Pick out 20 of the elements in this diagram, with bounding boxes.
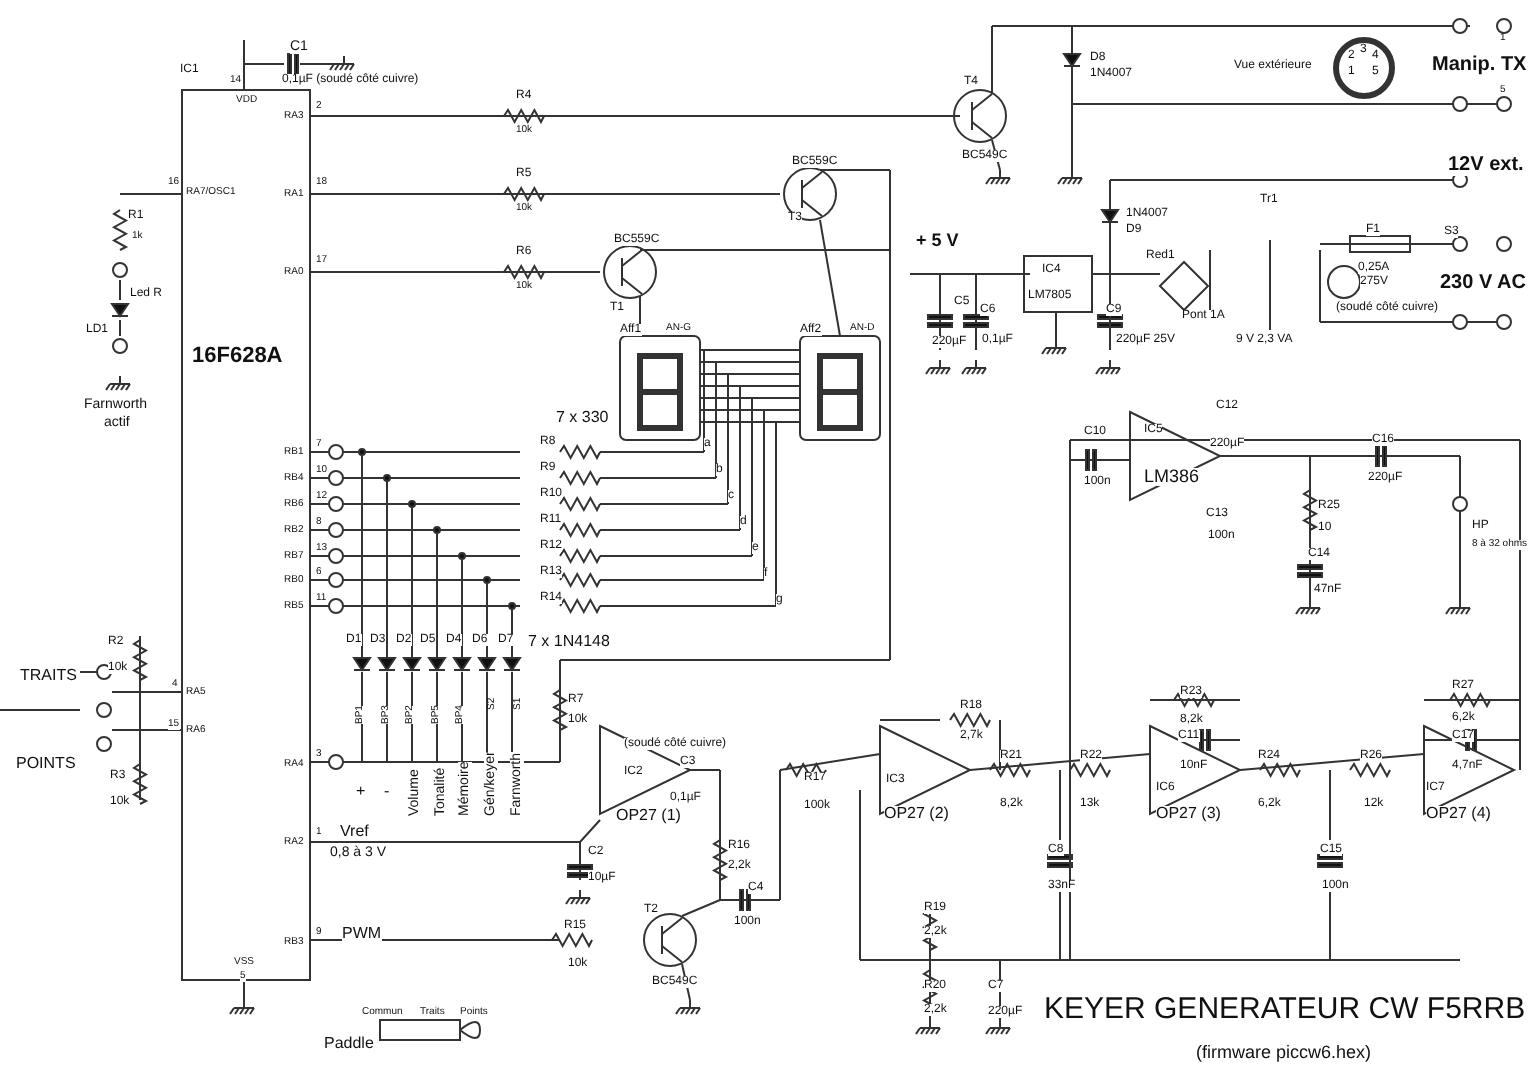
button-label: +: [356, 784, 366, 800]
chip-name: OP27 (1): [616, 808, 681, 824]
chip-name: 16F628A: [192, 346, 283, 368]
chip-name: OP27 (2): [884, 806, 949, 822]
connector-label: 230 V AC: [1440, 274, 1526, 294]
connector-label: 12V ext.: [1448, 156, 1524, 176]
diagram-title: KEYER GENERATEUR CW F5RRB: [1044, 994, 1526, 1024]
signal-name: PWM: [342, 926, 382, 942]
component-value: 7 x 330: [556, 410, 609, 426]
component-label: Paddle: [324, 1036, 374, 1052]
component-value: 7 x 1N4148: [528, 634, 610, 650]
diagram-caption: (firmware piccw6.hex): [1196, 1044, 1372, 1062]
supply-label: + 5 V: [916, 232, 959, 250]
chip-name: LM386: [1144, 468, 1200, 486]
signal-name: POINTS: [16, 756, 76, 772]
chip-name: OP27 (3): [1156, 806, 1221, 822]
chip-name: OP27 (4): [1426, 806, 1491, 822]
connector-label: Manip. TX: [1432, 56, 1527, 76]
signal-name: Vref: [340, 824, 369, 840]
signal-name: TRAITS: [20, 668, 77, 684]
